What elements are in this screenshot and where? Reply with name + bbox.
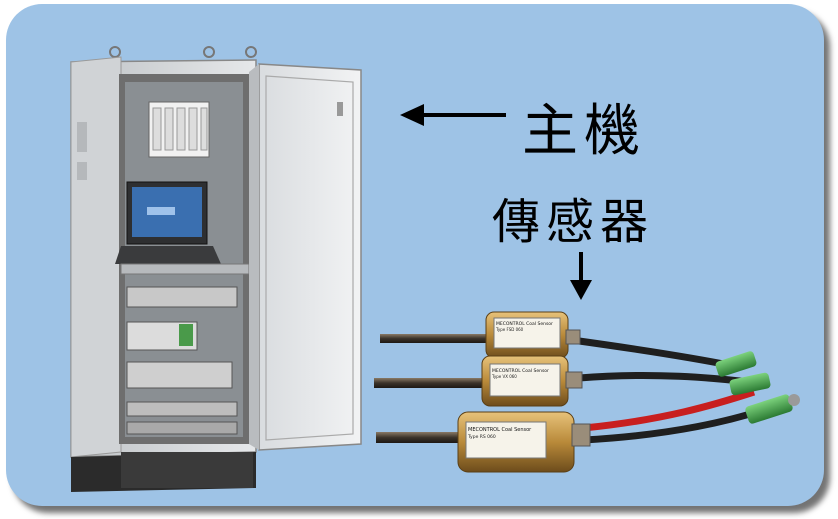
background-panel: 主機 傳感器	[6, 4, 824, 506]
sensor-3-type: Type RS 060	[467, 434, 496, 440]
arrow-left-icon	[400, 104, 506, 126]
sensor-1-brand: MECONTROL Coal Sensor	[496, 321, 553, 327]
arrow-down-icon	[570, 252, 592, 300]
coal-sensors-image: MECONTROL Coal Sensor Type FSD 060 MECON…	[374, 311, 800, 473]
sensor-2-type: Type VX 060	[491, 374, 517, 379]
control-cabinet-image	[70, 46, 362, 492]
sensor-2-brand: MECONTROL Coal Sensor	[492, 368, 549, 374]
sensor-1-type: Type FSD 060	[495, 327, 524, 332]
sensor-3-brand: MECONTROL Coal Sensor	[468, 427, 532, 433]
host-label: 主機	[522, 99, 646, 164]
sensor-label: 傳感器	[492, 194, 655, 250]
